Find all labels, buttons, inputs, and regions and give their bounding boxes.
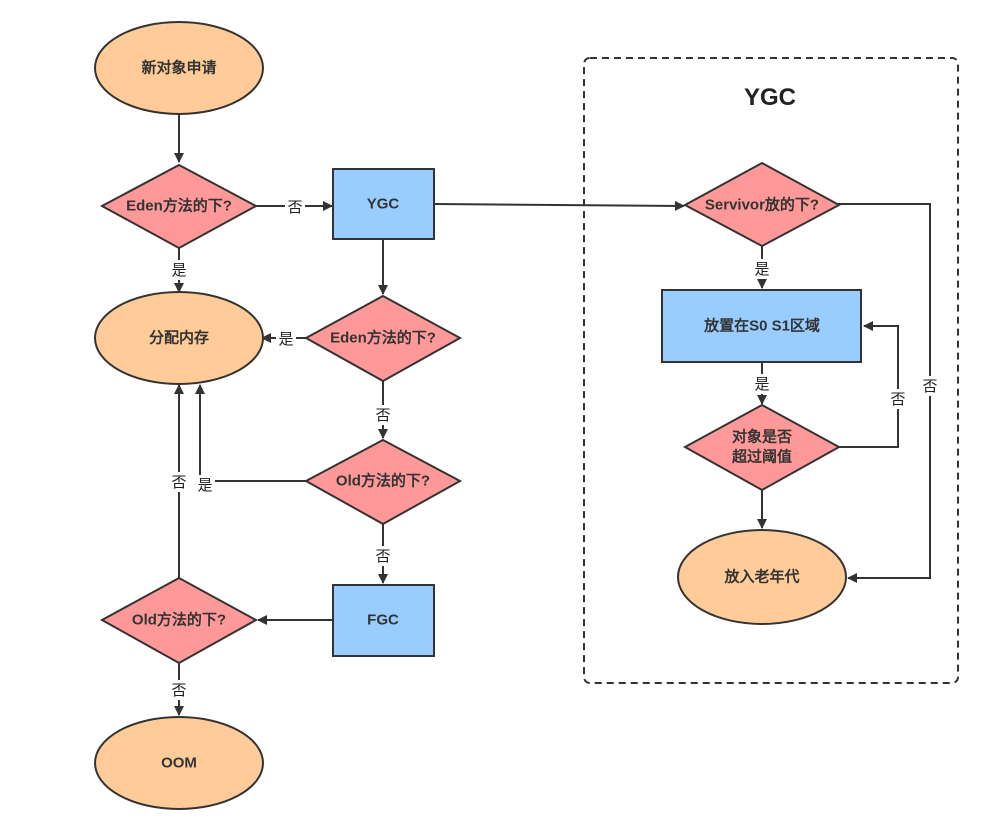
node-survivor-check-label: Servivor放的下? [705, 196, 819, 214]
node-threshold-check-label-1: 对象是否 [732, 428, 792, 446]
node-threshold-check [682, 403, 842, 492]
node-ygc-label: YGC [367, 196, 400, 213]
label-survivor-no: 否 [922, 377, 937, 395]
label-eden2-no: 否 [375, 406, 390, 424]
node-old-check-2 [99, 576, 259, 665]
node-fgc-label: FGC [367, 612, 399, 629]
node-fgc [332, 584, 435, 657]
node-place-s0s1 [661, 289, 862, 363]
label-survivor-yes: 是 [754, 260, 769, 278]
label-place-yes: 是 [754, 375, 769, 393]
label-eden2-yes: 是 [278, 330, 293, 348]
label-old1-yes: 是 [197, 476, 212, 494]
edge-threshold-to-place [837, 321, 899, 448]
label-old1-no: 否 [375, 547, 390, 565]
label-old2-no-down: 否 [171, 681, 186, 699]
node-old-check-1 [303, 438, 463, 526]
node-old-check-2-label: Old方法的下? [132, 611, 226, 629]
label-threshold-no: 否 [890, 390, 905, 408]
node-place-s0s1-label: 放置在S0 S1区域 [703, 317, 820, 335]
node-oom-label: OOM [161, 755, 197, 772]
ygc-group-frame [583, 57, 959, 684]
node-old-gen-label: 放入老年代 [723, 568, 799, 586]
node-threshold-check-label-2: 超过阈值 [731, 448, 792, 466]
node-old-check-1-label: Old方法的下? [336, 472, 430, 490]
node-allocate [94, 291, 264, 385]
node-allocate-label: 分配内存 [149, 329, 209, 347]
label-old2-no-up: 否 [171, 473, 186, 491]
node-new-object [94, 21, 264, 115]
node-eden-check-2-label: Eden方法的下? [330, 329, 436, 347]
label-eden1-yes: 是 [171, 261, 186, 279]
node-eden-check-1 [99, 163, 259, 250]
edge-ygc-to-survivor [434, 200, 685, 211]
node-survivor-check [682, 161, 842, 248]
edge-survivor-to-oldgen [837, 203, 931, 583]
node-oom [94, 716, 264, 810]
node-eden-check-2 [303, 294, 463, 383]
node-ygc [332, 168, 435, 240]
node-eden-check-1-label: Eden方法的下? [126, 197, 232, 215]
edge-old1-to-allocate [195, 384, 306, 482]
ygc-group-title: YGC [744, 84, 796, 111]
node-old-gen [677, 529, 847, 625]
label-eden1-no: 否 [287, 198, 302, 216]
node-new-object-label: 新对象申请 [141, 59, 216, 77]
